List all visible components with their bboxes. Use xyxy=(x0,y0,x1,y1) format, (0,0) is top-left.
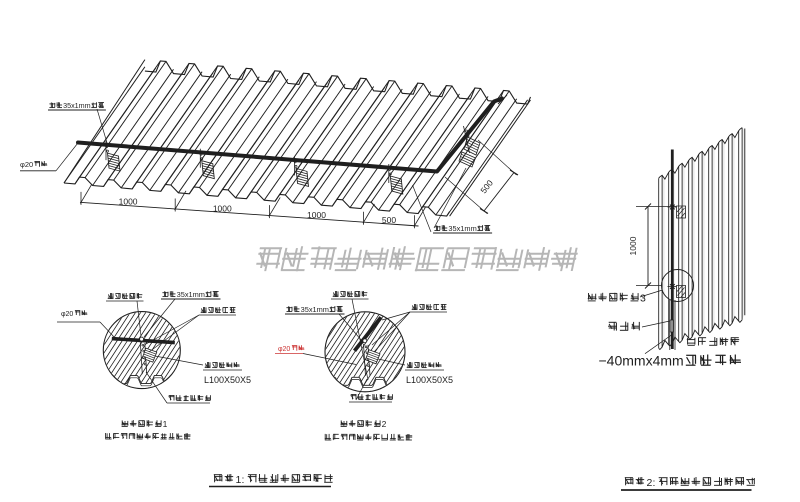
svg-text:2: 2 xyxy=(647,477,653,489)
svg-text:1000: 1000 xyxy=(119,197,138,207)
svg-text:1000: 1000 xyxy=(307,210,326,220)
svg-text:1: 1 xyxy=(163,419,168,429)
svg-text:35x1mm: 35x1mm xyxy=(448,224,476,233)
svg-text:2: 2 xyxy=(382,419,387,429)
svg-text:35x1mm: 35x1mm xyxy=(301,305,329,314)
svg-text:35x1mm: 35x1mm xyxy=(177,290,205,299)
svg-text:L100X50X5: L100X50X5 xyxy=(204,375,251,385)
svg-text:500: 500 xyxy=(382,215,396,225)
svg-text:1000: 1000 xyxy=(213,203,232,213)
svg-text:1000: 1000 xyxy=(628,236,638,255)
svg-text:500: 500 xyxy=(478,178,495,196)
svg-text:−40mmx4mm: −40mmx4mm xyxy=(599,353,684,369)
svg-text::: : xyxy=(242,474,245,486)
svg-text::: : xyxy=(653,477,656,489)
svg-text:φ20: φ20 xyxy=(20,160,33,169)
svg-text:L100X50X5: L100X50X5 xyxy=(406,375,453,385)
svg-text:1: 1 xyxy=(236,474,242,486)
svg-text:φ20: φ20 xyxy=(61,311,73,318)
svg-text:3: 3 xyxy=(640,293,646,305)
svg-text:35x1mm: 35x1mm xyxy=(63,101,91,110)
svg-text:φ20: φ20 xyxy=(278,346,290,353)
